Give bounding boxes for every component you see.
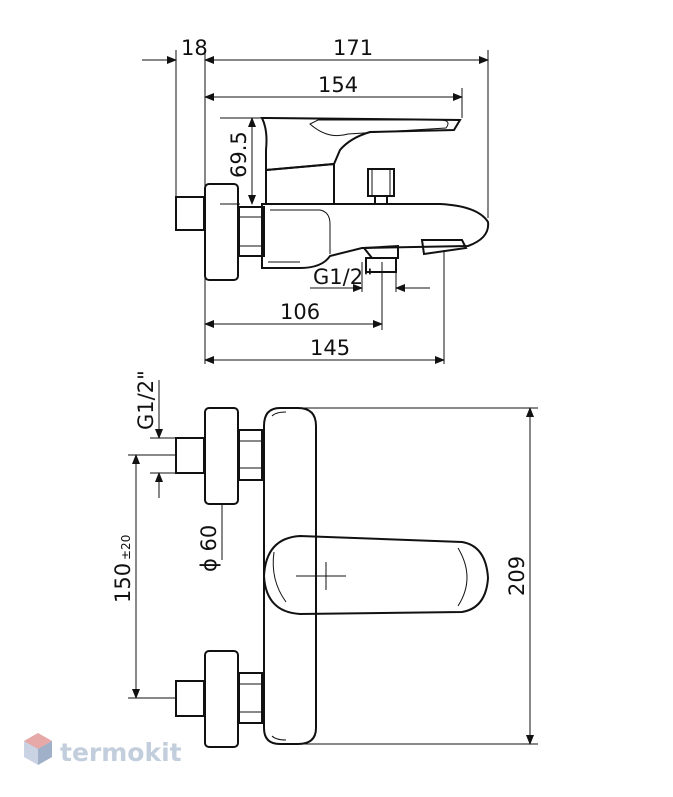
spout-outlet	[420, 239, 468, 256]
termokit-logo-icon	[24, 733, 52, 765]
dim-150-tolerance: ±20	[119, 535, 133, 560]
lower-wall-flange	[204, 650, 239, 748]
upper-eccentric-nut	[238, 429, 263, 481]
dim-g12-outlet: G1/2"	[313, 265, 373, 289]
lower-wall-nut	[175, 680, 205, 717]
termokit-logo-text: termokit	[60, 738, 182, 767]
dim-18: 18	[181, 36, 208, 60]
dim-209: 209	[505, 556, 529, 596]
dim-150: 150	[111, 563, 135, 603]
front-view-dimensions: G1/2" 150 ±20 ϕ 60 209	[111, 370, 538, 745]
upper-wall-nut	[175, 437, 205, 474]
eccentric-nut	[238, 206, 265, 257]
aerator-connector	[362, 244, 399, 259]
lower-eccentric-nut	[238, 672, 263, 724]
wall-nut	[175, 196, 205, 231]
dim-145: 145	[310, 336, 350, 360]
dim-171: 171	[333, 36, 373, 60]
wall-flange	[204, 183, 239, 281]
termokit-watermark: termokit	[24, 733, 182, 767]
front-view	[175, 407, 490, 748]
dim-154: 154	[318, 73, 358, 97]
dim-g12-inlet: G1/2"	[134, 370, 158, 430]
mixer-body	[261, 203, 490, 269]
lever-handle-front	[262, 534, 490, 616]
upper-wall-flange	[204, 407, 239, 505]
side-view-dimensions: 18 171 154 69.5 G1/2" 106 145	[142, 36, 489, 364]
dim-69-5: 69.5	[227, 131, 251, 178]
dim-diameter-60: ϕ 60	[197, 525, 221, 572]
diverter-knob	[367, 168, 395, 197]
dim-106: 106	[280, 300, 320, 324]
side-view	[175, 117, 490, 281]
